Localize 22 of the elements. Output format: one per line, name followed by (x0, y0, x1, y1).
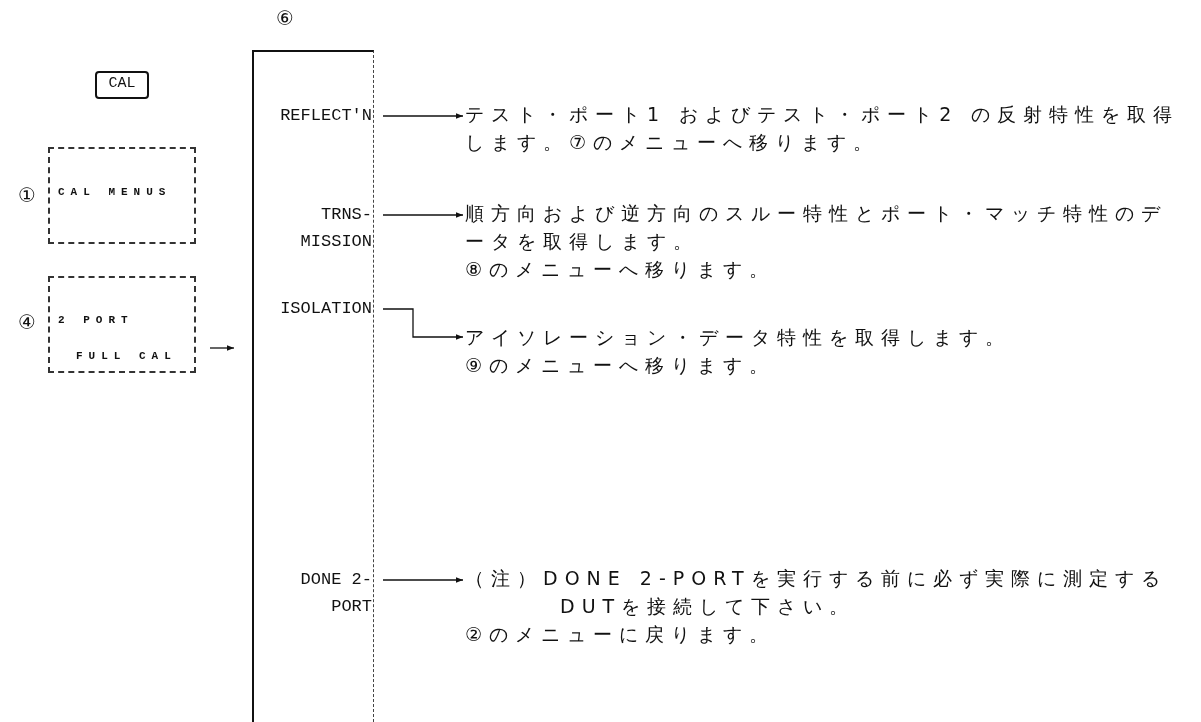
description-text: テスト・ポート1 およびテスト・ポート2 の反射特性を取得します。⑦のメニューへ移ります。 (465, 102, 1181, 155)
arrow (382, 113, 464, 119)
description-text: ⑨のメニューへ移ります。 (465, 353, 777, 378)
callout-number: ① (18, 183, 36, 207)
menu-number: ⑥ (276, 6, 294, 30)
arrow (209, 345, 235, 351)
description-text: （注）DONE 2-PORTを実行する前に必ず実際に測定するDUTを接続して下さい。 (465, 566, 1168, 619)
softkey-label: 2 PORT FULL CAL (48, 276, 196, 373)
arrow (382, 308, 464, 340)
softkey-label: CAL MENUS (48, 147, 196, 244)
description-text: ⑧のメニューへ移ります。 (465, 257, 777, 282)
softkey-label: ISOLATION (268, 295, 372, 323)
callout-number: ④ (18, 310, 36, 334)
description-text: ②のメニューに戻ります。 (465, 622, 777, 647)
softkey-label: TRNS- MISSION (288, 201, 372, 257)
softkey-label: REFLECT'N (268, 102, 372, 130)
description-text: アイソレーション・データ特性を取得します。 (465, 325, 1012, 350)
softkey-label: DONE 2-PORT (298, 566, 372, 622)
description-text: 順方向および逆方向のスルー特性とポート・マッチ特性のデータを取得します。 (465, 201, 1168, 254)
arrow (382, 212, 464, 218)
hardkey: CAL (95, 71, 149, 99)
arrow (382, 577, 464, 583)
